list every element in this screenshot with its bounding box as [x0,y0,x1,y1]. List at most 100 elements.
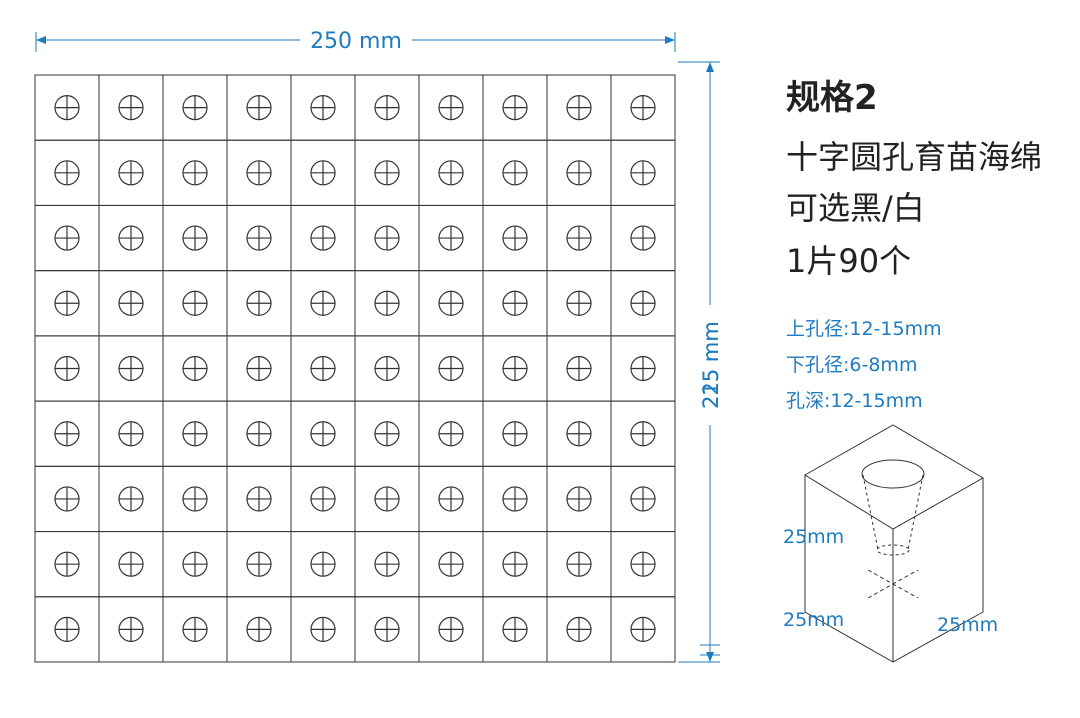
grid-cell [482,139,548,206]
grid-cell [418,596,484,663]
grid-cell [98,139,164,206]
color-option: 可选黑/白 [786,189,925,227]
grid-cell [290,400,356,467]
grid-cell [34,531,100,598]
grid-cell [226,596,292,663]
grid-cell [98,531,164,598]
grid-cell [226,204,292,272]
grid-cell [418,270,484,337]
grid-cell [226,465,292,533]
grid-cell [546,335,612,402]
grid-cell [290,531,356,598]
grid-cell [226,531,292,598]
grid-cell [610,74,676,141]
cube-illustration [804,424,984,663]
grid-cell [418,465,484,533]
grid-cell [226,270,292,337]
grid-cell [290,74,356,141]
grid-cell [482,400,548,467]
grid-cell [34,204,100,272]
grid-cell [98,270,164,337]
cube-hole-bottom [876,544,910,556]
grid-cell [226,335,292,402]
grid-cell [610,400,676,467]
grid-cell [290,270,356,337]
grid-cell [354,204,420,272]
spec-hole-depth: 孔深:12-15mm [786,390,923,412]
grid-cell [482,74,548,141]
grid-cell [546,270,612,337]
grid-cell [482,596,548,663]
grid-cell [546,400,612,467]
grid-cell [610,465,676,533]
grid-cell [226,400,292,467]
grid-cell [418,139,484,206]
grid-cell [482,270,548,337]
cube-left-label: 25mm [783,609,844,631]
grid-cell [162,139,228,206]
product-name: 十字圆孔育苗海绵 [786,138,1043,176]
grid-cell [482,204,548,272]
grid-cell [354,596,420,663]
grid-cell [610,270,676,337]
grid-cell [418,400,484,467]
width-label: 250 mm [310,29,402,54]
spec-title: 规格2 [786,78,878,118]
grid-cell [162,400,228,467]
grid-cell [354,465,420,533]
grid-cell [290,465,356,533]
width-dimension: 250 mm [35,29,676,54]
grid-cell [162,204,228,272]
grid-cell [290,204,356,272]
grid-cell [418,204,484,272]
grid-cell [546,139,612,206]
grid-cell [610,335,676,402]
height-label: 225 mm [699,321,723,409]
grid-cell [354,335,420,402]
grid-cell [290,335,356,402]
grid-cell [546,74,612,141]
grid-cell [418,531,484,598]
quantity: 1片90个 [786,242,912,280]
grid-cell [546,465,612,533]
grid-cell [546,596,612,663]
height-dimension: 225 mm 215 mm [678,61,723,663]
grid-cell [290,596,356,663]
grid-cell [34,335,100,402]
grid-cell [162,465,228,533]
grid-cell [226,139,292,206]
grid-cell [162,531,228,598]
grid-cell [34,596,100,663]
grid-cell [162,596,228,663]
cube-height-label: 25mm [783,526,844,548]
grid-cell [98,74,164,141]
grid-cell [34,400,100,467]
grid-cell [610,531,676,598]
cube-top-face [804,424,984,530]
grid-cell [354,400,420,467]
height-label-overlay: 215 mm [699,321,723,409]
grid-cell [162,270,228,337]
grid-cell [98,204,164,272]
grid-cell [610,204,676,272]
sponge-grid [34,74,676,663]
grid-cell [34,74,100,141]
grid-cell [290,139,356,206]
spec-top-hole: 上孔径:12-15mm [786,318,942,340]
grid-cell [34,465,100,533]
grid-cell [482,335,548,402]
grid-cell [354,74,420,141]
grid-cell [98,596,164,663]
grid-cell [482,465,548,533]
grid-cell [546,531,612,598]
grid-cell [482,531,548,598]
cube-hole-top [861,459,925,489]
grid-cell [226,74,292,141]
grid-cell [98,335,164,402]
grid-cell [610,596,676,663]
grid-cell [34,270,100,337]
grid-cell [418,335,484,402]
grid-cell [354,139,420,206]
grid-cell [354,531,420,598]
